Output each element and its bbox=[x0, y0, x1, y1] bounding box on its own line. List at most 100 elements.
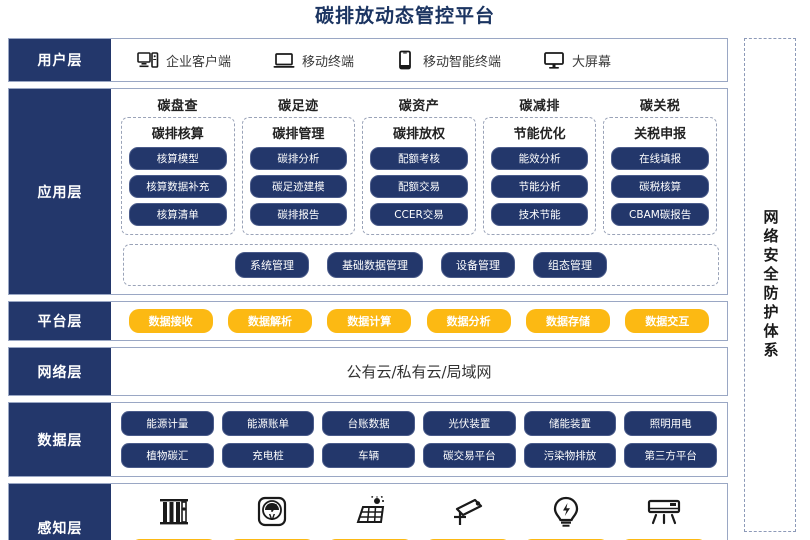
layer-perception: 感知层 bbox=[8, 483, 728, 540]
app-group-carbon-reduction: 碳减排 节能优化 能效分析 节能分析 技术节能 bbox=[482, 95, 597, 235]
platform-button[interactable]: 数据存储 bbox=[525, 309, 610, 333]
layer-label-platform: 平台层 bbox=[9, 302, 111, 340]
data-items-grid: 能源计量 能源账单 台账数据 光伏装置 储能装置 照明用电 植物碳汇 充电桩 车… bbox=[111, 403, 727, 476]
layer-body-user: 企业客户端 移动终端 bbox=[111, 39, 727, 81]
laptop-icon bbox=[273, 50, 295, 70]
carbon-monitor-icon bbox=[157, 494, 191, 530]
app-feature-button[interactable]: CBAM碳报告 bbox=[611, 203, 709, 226]
management-button[interactable]: 组态管理 bbox=[533, 252, 607, 278]
application-groups: 碳盘查 碳排核算 核算模型 核算数据补充 核算清单 碳足迹 碳排管理 碳排分析 bbox=[117, 95, 721, 235]
perception-item-solar-power[interactable]: 光伏发电 bbox=[324, 494, 416, 540]
data-source-button[interactable]: 植物碳汇 bbox=[121, 443, 214, 468]
smartphone-icon bbox=[394, 50, 416, 70]
perception-item-lighting-socket[interactable]: 照明插座 bbox=[520, 494, 612, 540]
data-source-button[interactable]: 储能装置 bbox=[523, 411, 617, 436]
app-feature-button[interactable]: 能效分析 bbox=[490, 147, 589, 170]
group-box: 碳排核算 核算模型 核算数据补充 核算清单 bbox=[121, 117, 235, 235]
layer-label-user: 用户层 bbox=[9, 39, 111, 81]
data-source-button[interactable]: 充电桩 bbox=[221, 443, 315, 468]
user-item-enterprise-client[interactable]: 企业客户端 bbox=[129, 50, 239, 70]
data-row-2: 植物碳汇 充电桩 车辆 碳交易平台 污染物排放 第三方平台 bbox=[121, 443, 718, 468]
data-source-button[interactable]: 污染物排放 bbox=[523, 443, 617, 468]
user-item-mobile-terminal[interactable]: 移动终端 bbox=[265, 50, 362, 70]
layer-label-network: 网络层 bbox=[9, 348, 111, 395]
layer-stack: 用户层 bbox=[8, 38, 728, 540]
app-group-carbon-inventory: 碳盘查 碳排核算 核算模型 核算数据补充 核算清单 bbox=[121, 95, 235, 235]
app-feature-button[interactable]: 核算模型 bbox=[129, 147, 227, 170]
app-feature-button[interactable]: 配额考核 bbox=[370, 147, 468, 170]
app-feature-button[interactable]: 碳税核算 bbox=[611, 175, 709, 198]
user-item-smart-mobile-terminal[interactable]: 移动智能终端 bbox=[386, 50, 509, 70]
group-subtitle: 碳排核算 bbox=[151, 127, 204, 142]
app-group-carbon-asset: 碳资产 碳排放权 配额考核 配额交易 CCER交易 bbox=[362, 95, 476, 235]
data-source-button[interactable]: 台账数据 bbox=[322, 411, 416, 436]
platform-button[interactable]: 数据计算 bbox=[327, 309, 412, 333]
user-item-large-screen[interactable]: 大屏幕 bbox=[535, 50, 619, 70]
platform-button[interactable]: 数据分析 bbox=[426, 309, 511, 333]
app-feature-button[interactable]: 在线填报 bbox=[611, 147, 709, 170]
perception-items-row: 碳监测 V 能源表计 bbox=[111, 484, 727, 540]
app-feature-button[interactable]: 碳足迹建模 bbox=[249, 175, 348, 198]
group-box: 碳排管理 碳排分析 碳足迹建模 碳排报告 bbox=[241, 117, 356, 235]
group-subtitle: 节能优化 bbox=[513, 127, 566, 142]
data-source-button[interactable]: 车辆 bbox=[322, 443, 416, 468]
perception-item-video-surveillance[interactable]: 视频监控 bbox=[422, 494, 514, 540]
management-button[interactable]: 设备管理 bbox=[441, 252, 515, 278]
group-subtitle: 碳排管理 bbox=[272, 127, 325, 142]
layer-user: 用户层 bbox=[8, 38, 728, 82]
perception-item-air-conditioning[interactable]: 空调制冷 bbox=[618, 494, 710, 540]
app-feature-button[interactable]: 技术节能 bbox=[490, 203, 589, 226]
platform-button[interactable]: 数据解析 bbox=[227, 309, 312, 333]
user-item-label: 移动智能终端 bbox=[423, 54, 502, 70]
air-conditioner-icon bbox=[646, 494, 682, 530]
management-button[interactable]: 系统管理 bbox=[235, 252, 309, 278]
group-box: 碳排放权 配额考核 配额交易 CCER交易 bbox=[362, 117, 476, 235]
app-feature-button[interactable]: CCER交易 bbox=[370, 203, 468, 226]
layer-data: 数据层 能源计量 能源账单 台账数据 光伏装置 储能装置 照明用电 植物碳汇 充… bbox=[8, 402, 728, 477]
app-group-carbon-footprint: 碳足迹 碳排管理 碳排分析 碳足迹建模 碳排报告 bbox=[241, 95, 356, 235]
page-title: 碳排放动态管控平台 bbox=[314, 5, 495, 27]
app-feature-button[interactable]: 碳排报告 bbox=[249, 203, 348, 226]
platform-items-row: 数据接收 数据解析 数据计算 数据分析 数据存储 数据交互 bbox=[111, 302, 727, 340]
group-title: 碳减排 bbox=[519, 99, 560, 114]
data-source-button[interactable]: 能源账单 bbox=[221, 411, 315, 436]
management-button[interactable]: 基础数据管理 bbox=[327, 252, 423, 278]
group-subtitle: 碳排放权 bbox=[392, 127, 445, 142]
app-feature-button[interactable]: 碳排分析 bbox=[249, 147, 348, 170]
network-text: 公有云/私有云/局域网 bbox=[346, 363, 492, 381]
platform-button[interactable]: 数据接收 bbox=[128, 309, 213, 333]
layer-body-network: 公有云/私有云/局域网 bbox=[111, 348, 727, 395]
monitor-icon bbox=[543, 50, 565, 70]
app-feature-button[interactable]: 配额交易 bbox=[370, 175, 468, 198]
group-subtitle: 关税申报 bbox=[634, 127, 687, 142]
layer-body-perception: 碳监测 V 能源表计 bbox=[111, 484, 727, 540]
layer-platform: 平台层 数据接收 数据解析 数据计算 数据分析 数据存储 数据交互 bbox=[8, 301, 728, 341]
app-feature-button[interactable]: 核算清单 bbox=[129, 203, 227, 226]
data-row-1: 能源计量 能源账单 台账数据 光伏装置 储能装置 照明用电 bbox=[121, 411, 718, 436]
data-source-button[interactable]: 碳交易平台 bbox=[423, 443, 516, 468]
data-source-button[interactable]: 光伏装置 bbox=[423, 411, 516, 436]
layer-label-perception: 感知层 bbox=[9, 484, 111, 540]
group-title: 碳资产 bbox=[398, 99, 440, 114]
layer-label-data: 数据层 bbox=[9, 403, 111, 476]
user-items-row: 企业客户端 移动终端 bbox=[111, 39, 727, 81]
layer-application: 应用层 碳盘查 碳排核算 核算模型 核算数据补充 核算清单 碳足迹 bbox=[8, 88, 728, 295]
layer-body-data: 能源计量 能源账单 台账数据 光伏装置 储能装置 照明用电 植物碳汇 充电桩 车… bbox=[111, 403, 727, 476]
layer-label-application: 应用层 bbox=[9, 89, 111, 294]
data-source-button[interactable]: 能源计量 bbox=[121, 411, 214, 436]
app-feature-button[interactable]: 节能分析 bbox=[490, 175, 589, 198]
security-camera-icon bbox=[450, 494, 486, 530]
layer-body-application: 碳盘查 碳排核算 核算模型 核算数据补充 核算清单 碳足迹 碳排管理 碳排分析 bbox=[111, 89, 727, 294]
solar-panel-icon bbox=[352, 494, 388, 530]
layer-body-platform: 数据接收 数据解析 数据计算 数据分析 数据存储 数据交互 bbox=[111, 302, 727, 340]
perception-item-carbon-monitor[interactable]: 碳监测 bbox=[128, 494, 220, 540]
group-box: 节能优化 能效分析 节能分析 技术节能 bbox=[482, 117, 597, 235]
data-source-button[interactable]: 第三方平台 bbox=[624, 443, 718, 468]
data-source-button[interactable]: 照明用电 bbox=[624, 411, 718, 436]
security-system-panel: 网络安全防护体系 bbox=[744, 38, 796, 532]
perception-item-energy-meter[interactable]: V 能源表计 bbox=[226, 494, 318, 540]
app-feature-button[interactable]: 核算数据补充 bbox=[129, 175, 227, 198]
platform-button[interactable]: 数据交互 bbox=[625, 309, 710, 333]
desktop-tower-icon bbox=[137, 50, 159, 70]
